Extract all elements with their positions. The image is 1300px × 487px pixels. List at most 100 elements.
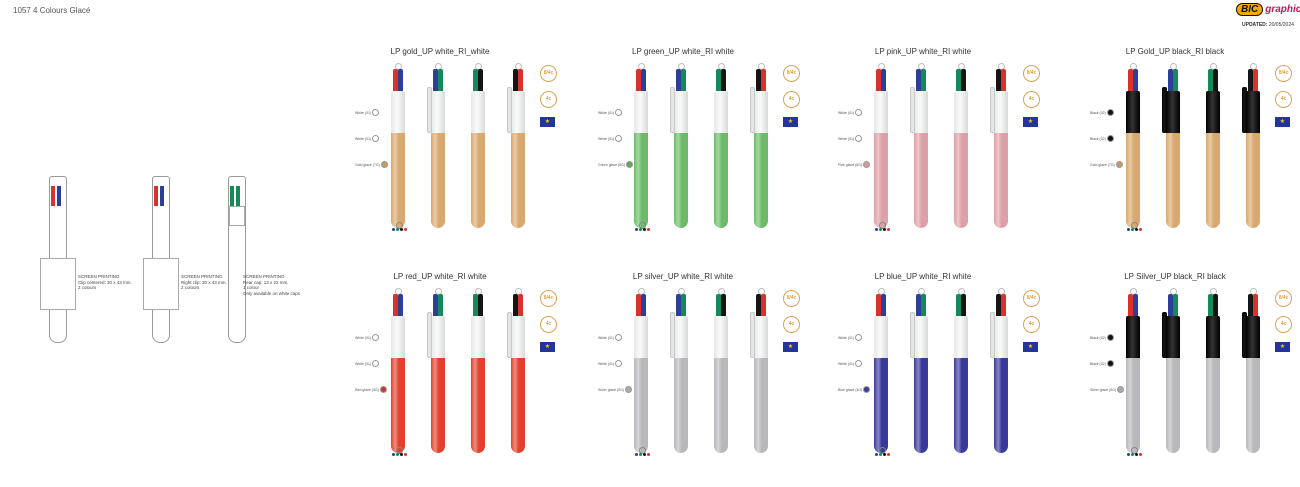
refill-icon bbox=[1131, 447, 1138, 454]
barrel bbox=[914, 133, 928, 228]
color-badge-icon: 4c bbox=[783, 91, 800, 108]
plunger bbox=[1248, 294, 1253, 318]
ink-dot bbox=[1135, 453, 1138, 456]
upper-body bbox=[714, 316, 728, 358]
swatch-label: White (01) bbox=[598, 136, 615, 141]
swatch-dot bbox=[855, 334, 863, 341]
pen-variant bbox=[954, 63, 968, 228]
panel-title: LP green_UP white_RI white bbox=[632, 47, 734, 56]
ink-colors bbox=[875, 453, 890, 456]
ink-colors bbox=[1127, 453, 1142, 456]
upper-body bbox=[754, 91, 768, 133]
pen-clip bbox=[1162, 87, 1167, 133]
swatch-label: White (01) bbox=[838, 110, 855, 115]
print-spec-line: Clip centered: 30 x 43 mm. bbox=[78, 279, 132, 285]
color-swatch: White (01) bbox=[355, 360, 380, 367]
pen-variant bbox=[750, 63, 768, 228]
upper-body bbox=[511, 91, 525, 133]
plunger bbox=[478, 69, 483, 93]
upper-body bbox=[1246, 91, 1260, 133]
plunger bbox=[398, 69, 403, 93]
plunger bbox=[518, 294, 523, 318]
plunger bbox=[1208, 294, 1213, 318]
pen-clip bbox=[750, 312, 755, 358]
upper-body bbox=[471, 316, 485, 358]
pen-variant bbox=[391, 288, 405, 453]
plunger bbox=[756, 294, 761, 318]
pen-variant bbox=[874, 63, 888, 228]
barrel bbox=[994, 133, 1008, 228]
plunger bbox=[230, 186, 234, 206]
plunger bbox=[716, 294, 721, 318]
ink-badge-icon: 8/4c bbox=[1023, 290, 1040, 307]
barrel bbox=[511, 133, 525, 228]
upper-body bbox=[431, 91, 445, 133]
plunger bbox=[1168, 294, 1173, 318]
pen-variant bbox=[714, 288, 728, 453]
ink-colors bbox=[875, 228, 890, 231]
color-badge-icon: 4c bbox=[540, 316, 557, 333]
pen-variant bbox=[954, 288, 968, 453]
plunger bbox=[756, 69, 761, 93]
barrel bbox=[391, 358, 405, 453]
ink-dot bbox=[400, 453, 403, 456]
plunger bbox=[916, 294, 921, 318]
pen-variant bbox=[507, 288, 525, 453]
upper-body bbox=[874, 316, 888, 358]
plunger bbox=[641, 69, 646, 93]
plunger bbox=[438, 294, 443, 318]
color-swatch: White (01) bbox=[838, 109, 863, 116]
swatch-dot bbox=[1117, 386, 1125, 393]
pen-clip bbox=[910, 312, 915, 358]
print-spec-line: Right clip: 30 x 43 mm. bbox=[181, 279, 227, 285]
ink-dot bbox=[392, 453, 395, 456]
swatch-label: Gold glacé (7G) bbox=[355, 162, 380, 167]
plunger bbox=[996, 294, 1001, 318]
plunger bbox=[393, 69, 398, 93]
plunger bbox=[636, 294, 641, 318]
plunger bbox=[1173, 69, 1178, 93]
swatch-label: Green glacé (8G) bbox=[598, 162, 626, 167]
swatch-dot bbox=[855, 109, 863, 116]
plunger bbox=[1133, 69, 1138, 93]
swatch-dot bbox=[863, 386, 871, 393]
plunger bbox=[236, 186, 240, 206]
color-swatch: White (01) bbox=[598, 135, 623, 142]
ink-colors bbox=[1127, 228, 1142, 231]
swatch-dot bbox=[372, 135, 380, 142]
ink-dot bbox=[635, 228, 638, 231]
ink-colors bbox=[392, 453, 407, 456]
refill-icon bbox=[396, 447, 403, 454]
pen-variant bbox=[990, 288, 1008, 453]
barrel bbox=[874, 358, 888, 453]
plunger bbox=[57, 186, 61, 206]
eu-flag-icon: ★ bbox=[783, 342, 798, 352]
color-swatch: Pink glacé (6G) bbox=[838, 161, 871, 168]
plunger bbox=[996, 69, 1001, 93]
barrel bbox=[1166, 133, 1180, 228]
barrel bbox=[391, 133, 405, 228]
swatch-label: Silver glacé (0G) bbox=[598, 387, 625, 392]
plunger bbox=[1248, 69, 1253, 93]
color-badge-icon: 4c bbox=[1275, 316, 1292, 333]
ink-dot bbox=[883, 453, 886, 456]
color-swatch: Silver glacé (0G) bbox=[1090, 386, 1125, 393]
swatch-dot bbox=[1106, 135, 1114, 142]
plunger bbox=[438, 69, 443, 93]
swatch-label: White (01) bbox=[355, 361, 372, 366]
upper-body bbox=[994, 316, 1008, 358]
swatch-label: Silver glacé (0G) bbox=[1090, 387, 1117, 392]
barrel bbox=[1246, 133, 1260, 228]
eu-flag-icon: ★ bbox=[1023, 342, 1038, 352]
swatch-dot bbox=[372, 109, 380, 116]
upper-body bbox=[1166, 316, 1180, 358]
barrel bbox=[471, 133, 485, 228]
ink-colors bbox=[392, 228, 407, 231]
plunger bbox=[676, 69, 681, 93]
